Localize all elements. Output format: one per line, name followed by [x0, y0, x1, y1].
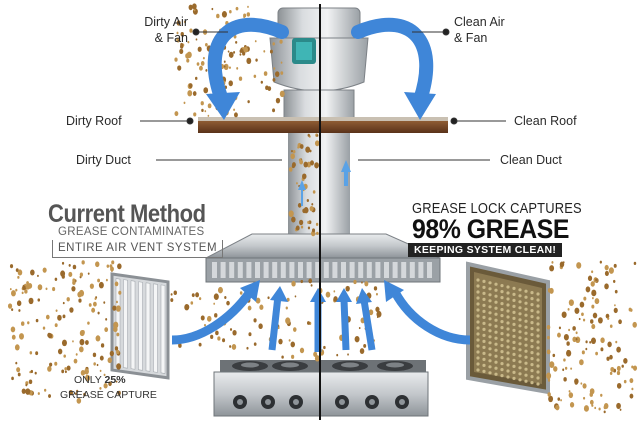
- capture-note-line1: ONLY 25%: [74, 374, 126, 386]
- fan-motor-icon: [292, 38, 316, 64]
- roof: [198, 117, 448, 133]
- clean-air-label-line2: & Fan: [454, 31, 488, 45]
- hood-baffle-filters: [212, 262, 432, 278]
- clean-duct-label: Clean Duct: [500, 153, 562, 167]
- grease-lock-tagline: KEEPING SYSTEM CLEAN!: [408, 243, 563, 257]
- arrow-head-icon: [404, 92, 436, 120]
- grease-lock-percent: 98% GREASE: [412, 214, 569, 244]
- leader-lines: [140, 28, 506, 161]
- dirty-duct-label: Dirty Duct: [76, 153, 131, 167]
- grease-particles: [7, 3, 638, 414]
- current-method-subtitle: GREASE CONTAMINATES: [58, 226, 205, 238]
- clean-roof-label: Clean Roof: [514, 114, 577, 128]
- clean-air-fan-label: Clean Air & Fan: [454, 14, 505, 46]
- grease-lock-headline: GREASE LOCK CAPTURES: [412, 200, 582, 217]
- baffle-filter-panel: [110, 272, 170, 380]
- intake-arrows: [171, 280, 471, 352]
- dirty-air-curved-arrow: [207, 17, 289, 107]
- dirty-roof-label: Dirty Roof: [66, 114, 122, 128]
- range-hood: [205, 233, 441, 283]
- arrow-head-icon: [206, 92, 240, 120]
- capture-percent: 25%: [104, 374, 126, 386]
- clean-air-curved-arrow: [351, 17, 434, 107]
- current-method-boxed-text: ENTIRE AIR VENT SYSTEM: [52, 240, 224, 258]
- capture-prefix: ONLY: [74, 374, 105, 386]
- clean-air-label-line1: Clean Air: [454, 15, 505, 29]
- duct-up-arrows: [298, 160, 351, 206]
- capture-note-line2: GREASE CAPTURE: [60, 389, 157, 401]
- grease-lock-filter-panel: [466, 261, 550, 395]
- dirty-air-label-line1: Dirty Air: [144, 15, 188, 29]
- dirty-air-label-line2: & Fan: [154, 31, 188, 45]
- current-method-title: Current Method: [48, 200, 206, 228]
- dirty-air-fan-label: Dirty Air & Fan: [128, 14, 188, 46]
